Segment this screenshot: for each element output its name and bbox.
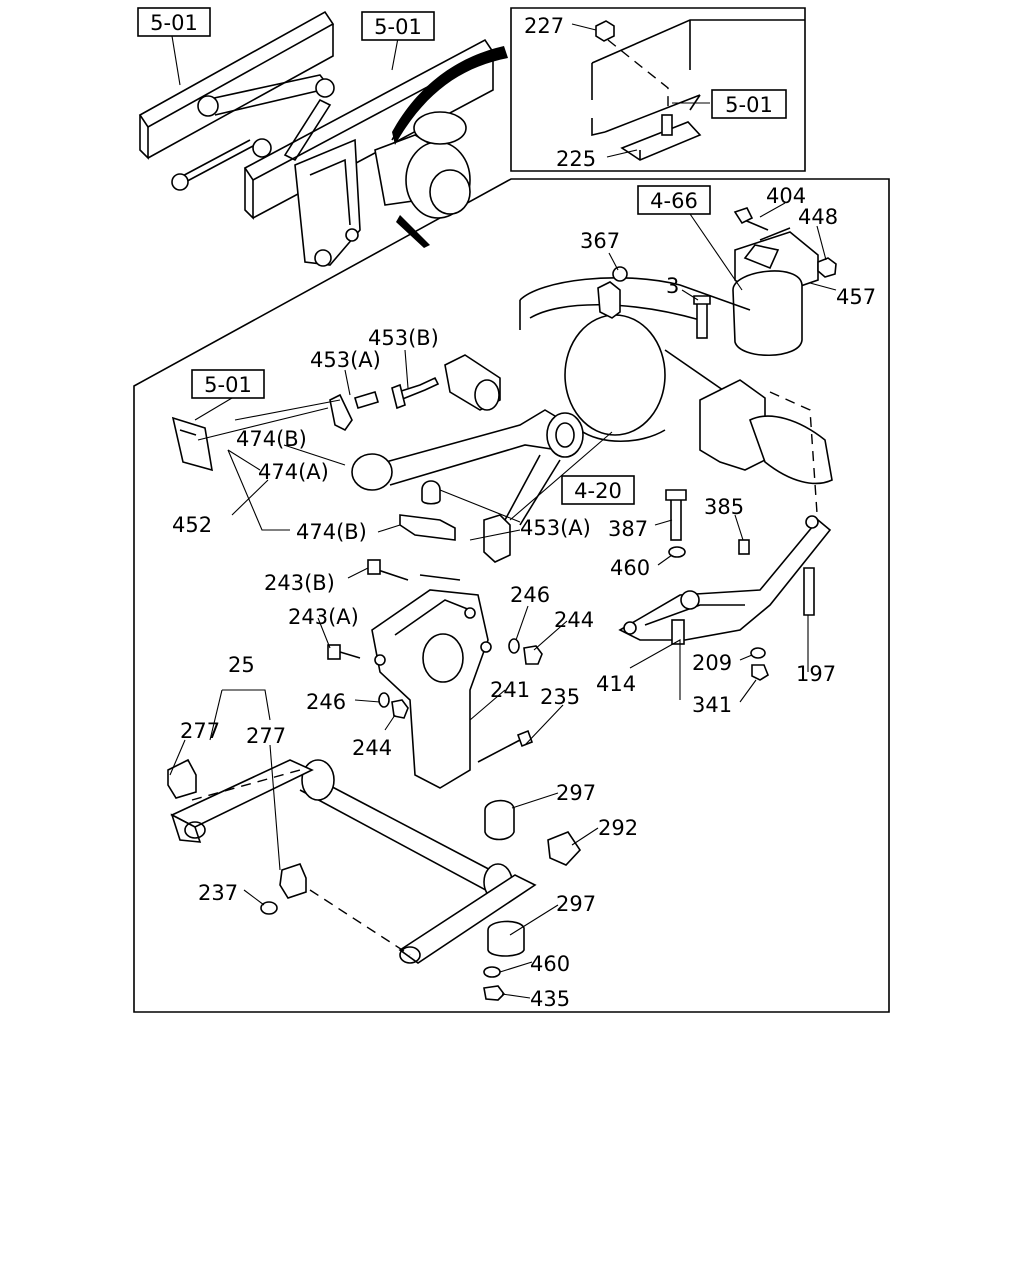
svg-text:5-01: 5-01 — [374, 15, 422, 39]
ref-box-4-20: 4-20 — [561, 475, 635, 505]
axle-housing — [519, 266, 833, 529]
callout-244-bot: 244 — [352, 736, 392, 760]
callout-414: 414 — [596, 672, 636, 696]
callout-474b-top: 474(B) — [236, 427, 307, 451]
callout-460-top: 460 — [610, 556, 650, 580]
callout-341: 341 — [692, 693, 732, 717]
callout-277-b: 277 — [246, 724, 286, 748]
callout-387: 387 — [608, 517, 648, 541]
callout-297-top: 297 — [556, 781, 596, 805]
callout-292: 292 — [598, 816, 638, 840]
ref-box-5-01-d: 5-01 — [191, 369, 265, 399]
callout-277-a: 277 — [180, 719, 220, 743]
callout-460-bot: 460 — [530, 952, 570, 976]
leader-lines — [169, 23, 837, 999]
spring-bracket — [327, 559, 543, 789]
ref-box-5-01-b: 5-01 — [361, 11, 435, 41]
callout-243a: 243(A) — [288, 605, 359, 629]
svg-text:5-01: 5-01 — [725, 93, 773, 117]
callout-225: 225 — [556, 147, 596, 171]
torque-rod-assembly — [171, 354, 584, 563]
callout-243b: 243(B) — [264, 571, 335, 595]
callout-435: 435 — [530, 987, 570, 1011]
callout-474b-bot: 474(B) — [296, 520, 367, 544]
svg-text:4-20: 4-20 — [574, 479, 622, 503]
callout-385: 385 — [704, 495, 744, 519]
frame-rail-overview — [138, 10, 508, 267]
svg-text:5-01: 5-01 — [204, 373, 252, 397]
inset-frame — [510, 7, 806, 172]
callout-246-top: 246 — [510, 583, 550, 607]
callout-3: 3 — [666, 274, 679, 298]
callout-227: 227 — [524, 14, 564, 38]
callout-237: 237 — [198, 881, 238, 905]
callout-453b-top: 453(B) — [368, 326, 439, 350]
callout-235: 235 — [540, 685, 580, 709]
svg-text:4-66: 4-66 — [650, 189, 698, 213]
callout-474a: 474(A) — [258, 460, 329, 484]
callout-453a-bot: 453(A) — [520, 516, 591, 540]
callout-209: 209 — [692, 651, 732, 675]
callout-457: 457 — [836, 285, 876, 309]
callout-404: 404 — [766, 184, 806, 208]
callout-297-bot: 297 — [556, 892, 596, 916]
callout-452: 452 — [172, 513, 212, 537]
callout-labels: 227 225 404 448 457 367 3 453(B) 453(A) … — [172, 14, 876, 1011]
ref-box-4-66: 4-66 — [637, 185, 711, 215]
callout-453a-top: 453(A) — [310, 348, 381, 372]
ref-box-5-01-c: 5-01 — [711, 89, 787, 119]
spring-seat — [618, 489, 832, 681]
callout-448: 448 — [798, 205, 838, 229]
callout-367: 367 — [580, 229, 620, 253]
callout-25: 25 — [228, 653, 255, 677]
callout-241: 241 — [490, 678, 530, 702]
air-spring — [732, 207, 837, 357]
inset-mount-detail — [591, 19, 805, 161]
trunnion-shaft — [167, 758, 582, 1001]
svg-text:5-01: 5-01 — [150, 11, 198, 35]
callout-244-top: 244 — [554, 608, 594, 632]
ref-box-5-01-a: 5-01 — [137, 7, 211, 37]
callout-246-bot: 246 — [306, 690, 346, 714]
callout-197: 197 — [796, 662, 836, 686]
